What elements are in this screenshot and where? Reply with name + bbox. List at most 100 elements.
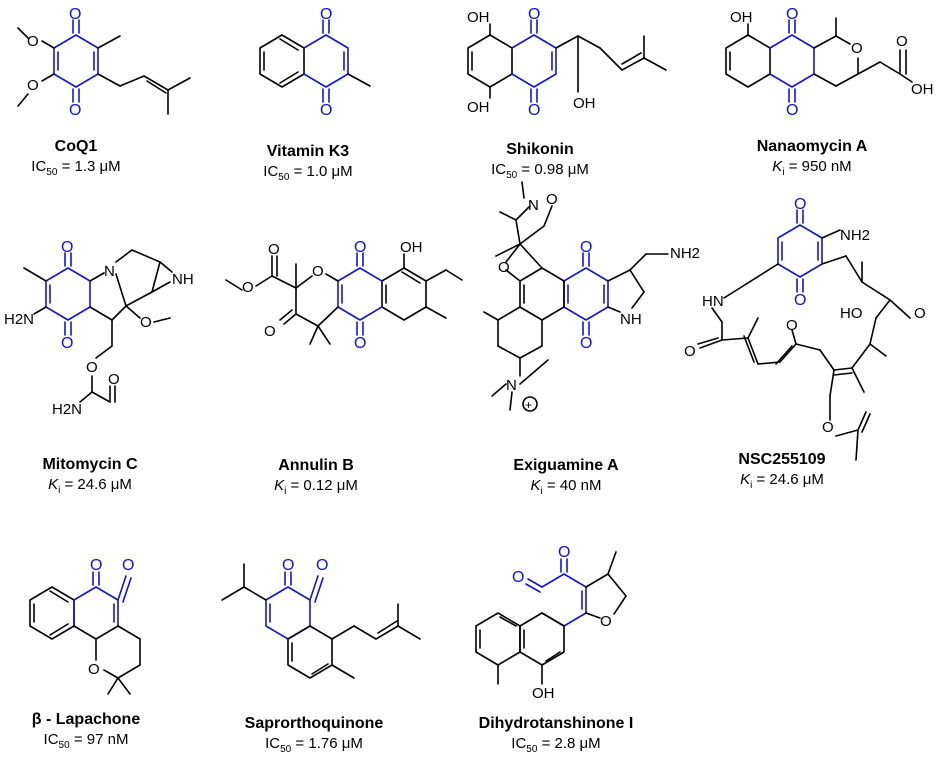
svg-text:O: O [914, 305, 926, 322]
activity-value: IC50 = 0.98 μM [491, 161, 589, 181]
svg-text:O: O [27, 33, 39, 50]
svg-text:O: O [684, 343, 696, 360]
caption-exiguamine-a: Exiguamine A Ki = 40 nM [466, 456, 666, 502]
caption-nsc255109: NSC255109 Ki = 24.6 μM [682, 450, 882, 496]
compound-name: Dihydrotanshinone I [478, 715, 634, 732]
svg-text:O: O [268, 241, 280, 258]
svg-text:O: O [264, 323, 276, 340]
structure-dihydrotanshinone-i: O O O OH [475, 544, 627, 702]
caption-mitomycin-c: Mitomycin C Ki = 24.6 μM [0, 455, 190, 501]
svg-text:O: O [354, 335, 366, 352]
caption-coq1: CoQ1 IC50 = 1.3 μM [0, 137, 176, 183]
structure-annulin-b: O O OH O O O O [225, 239, 463, 352]
activity-value: IC50 = 97 nM [43, 731, 129, 751]
svg-text:O: O [528, 6, 540, 23]
svg-text:OH: OH [400, 239, 423, 256]
svg-text:O: O [61, 239, 73, 256]
compound-name: Nanaomycin A [756, 138, 868, 155]
structure-mitomycin-c: O O N NH O O O H2N H2N [4, 239, 194, 418]
structure-exiguamine-a: O O NH NH2 O O N N + [483, 181, 700, 412]
structure-coq1: O O O O [17, 6, 191, 119]
svg-text:O: O [822, 419, 834, 436]
svg-text:O: O [528, 102, 540, 119]
caption-dihydrotanshinone-i: Dihydrotanshinone I IC50 = 2.8 μM [456, 714, 656, 760]
compound-name: Shikonin [506, 141, 574, 158]
svg-text:O: O [312, 263, 324, 280]
svg-text:O: O [546, 191, 558, 208]
svg-text:O: O [88, 661, 100, 678]
compound-name: Exiguamine A [513, 457, 619, 474]
svg-text:N: N [506, 377, 517, 394]
activity-value: IC50 = 1.3 μM [31, 158, 121, 178]
compound-name: Vitamin K3 [266, 143, 350, 160]
caption-vitamin-k3: Vitamin K3 IC50 = 1.0 μM [208, 142, 408, 188]
svg-text:O: O [282, 557, 294, 574]
svg-text:HO: HO [840, 305, 863, 322]
svg-text:H2N: H2N [52, 401, 82, 418]
svg-text:O: O [851, 40, 863, 57]
svg-text:O: O [354, 239, 366, 256]
structure-nanaomycin-a: O O OH O O OH [725, 6, 934, 119]
svg-text:+: + [525, 398, 532, 412]
structure-vitamin-k3: O O [259, 6, 371, 119]
svg-text:N: N [104, 263, 115, 280]
svg-text:O: O [794, 196, 806, 213]
compound-name: NSC255109 [738, 451, 826, 468]
svg-text:OH: OH [532, 685, 555, 702]
compound-name: Saprorthoquinone [244, 715, 384, 732]
svg-text:H2N: H2N [4, 311, 34, 328]
caption-beta-lapachone: β - Lapachone IC50 = 97 nM [0, 710, 186, 756]
svg-text:O: O [242, 279, 254, 296]
svg-text:HN: HN [702, 293, 724, 310]
caption-saprorthoquinone: Saprorthoquinone IC50 = 1.76 μM [214, 714, 414, 760]
svg-text:O: O [108, 371, 120, 388]
svg-text:O: O [512, 569, 524, 586]
svg-text:OH: OH [911, 81, 934, 98]
svg-text:NH: NH [620, 311, 642, 328]
svg-text:O: O [320, 6, 332, 23]
svg-text:OH: OH [573, 95, 596, 112]
structure-beta-lapachone: O O O [29, 557, 141, 695]
svg-text:O: O [69, 6, 81, 23]
svg-text:O: O [27, 77, 39, 94]
svg-text:O: O [140, 314, 152, 331]
svg-text:O: O [90, 557, 102, 574]
svg-text:O: O [558, 544, 570, 561]
svg-text:O: O [320, 102, 332, 119]
svg-text:O: O [896, 33, 908, 50]
compound-name: CoQ1 [54, 138, 98, 155]
svg-text:O: O [69, 102, 81, 119]
activity-value: IC50 = 1.0 μM [263, 163, 353, 183]
svg-text:NH2: NH2 [840, 227, 870, 244]
svg-text:O: O [786, 102, 798, 119]
caption-nanaomycin-a: Nanaomycin A Ki = 950 nM [712, 137, 912, 183]
svg-text:O: O [580, 335, 592, 352]
structure-nsc255109: O O NH2 O HO O O [684, 196, 926, 461]
svg-text:OH: OH [467, 9, 490, 26]
svg-text:O: O [786, 6, 798, 23]
activity-value: IC50 = 1.76 μM [265, 735, 363, 755]
svg-text:O: O [61, 335, 73, 352]
svg-text:O: O [122, 557, 134, 574]
svg-text:OH: OH [467, 99, 490, 116]
structure-shikonin: O O OH OH OH [467, 6, 667, 119]
activity-value: Ki = 0.12 μM [274, 477, 358, 497]
activity-value: IC50 = 2.8 μM [511, 735, 601, 755]
compound-name: Mitomycin C [42, 456, 138, 473]
svg-text:OH: OH [730, 9, 753, 26]
activity-value: Ki = 24.6 μM [740, 471, 824, 491]
caption-annulin-b: Annulin B Ki = 0.12 μM [216, 456, 416, 502]
compound-name: Annulin B [278, 457, 354, 474]
svg-text:O: O [498, 259, 510, 276]
svg-text:O: O [786, 317, 798, 334]
caption-shikonin: Shikonin IC50 = 0.98 μM [440, 140, 640, 186]
svg-text:O: O [316, 557, 328, 574]
svg-text:NH2: NH2 [670, 245, 700, 262]
activity-value: Ki = 24.6 μM [48, 476, 132, 496]
activity-value: Ki = 40 nM [530, 477, 602, 497]
compound-name: β - Lapachone [31, 711, 141, 728]
svg-text:NH: NH [172, 271, 194, 288]
svg-text:O: O [794, 292, 806, 309]
svg-text:O: O [86, 359, 98, 376]
